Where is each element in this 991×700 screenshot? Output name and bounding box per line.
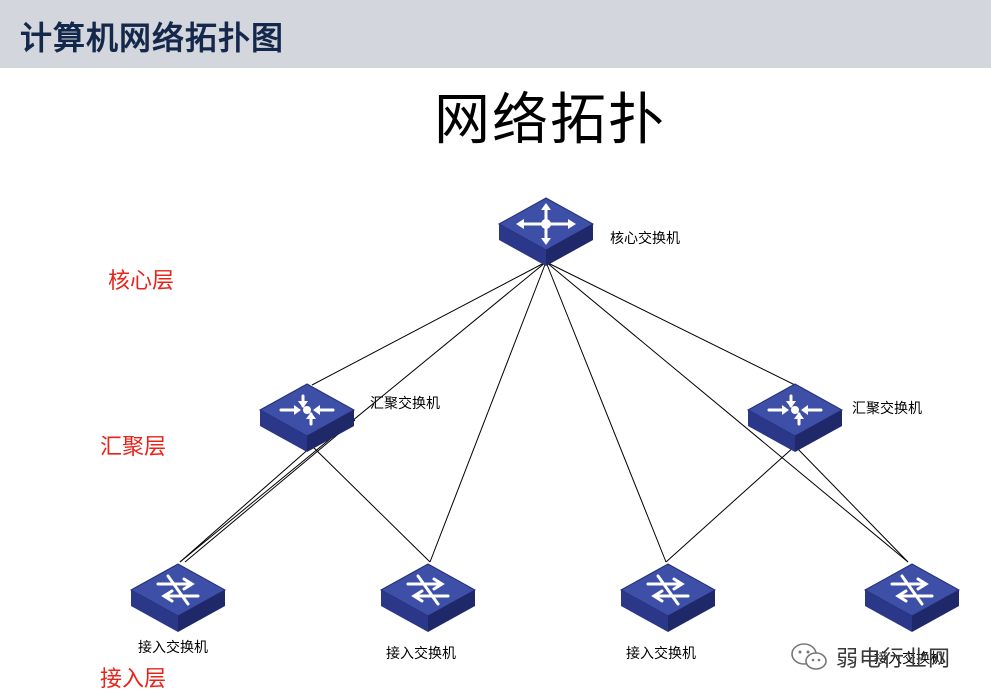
access-4-switch-label: 接入交换机 — [874, 651, 944, 667]
link-agg-left-access-2 — [311, 445, 431, 563]
layer-label-core: 核心层 — [108, 269, 175, 294]
header-title: 计算机网络拓扑图 — [20, 19, 285, 57]
access-1-switch-label: 接入交换机 — [138, 640, 208, 656]
link-core-access-3 — [545, 261, 667, 563]
link-core-access-2 — [429, 261, 547, 563]
agg-left-switch-label: 汇聚交换机 — [370, 396, 440, 412]
link-agg-right-access-4 — [794, 445, 909, 563]
access-switch-icon — [620, 563, 716, 633]
access-switch-icon — [130, 563, 226, 633]
links — [179, 261, 909, 563]
agg-right-switch-label: 汇聚交换机 — [852, 401, 922, 417]
access-2-switch-label: 接入交换机 — [386, 646, 456, 662]
core-switch-label: 核心交换机 — [610, 231, 680, 247]
diagram-title: 网络拓扑 — [434, 88, 666, 153]
link-agg-left-access-1b — [184, 419, 356, 563]
watermark-text: 弱电行业网 — [836, 647, 952, 672]
aggregation-switch-icon — [747, 383, 843, 453]
core-switch-icon — [498, 197, 594, 267]
access-switch-icon — [380, 563, 476, 633]
watermark: 弱电行业网 — [790, 642, 951, 672]
link-core-agg-left — [311, 261, 547, 386]
access-switch-icon — [864, 563, 960, 633]
link-core-access-4 — [545, 261, 909, 563]
link-agg-right-access-3 — [665, 445, 796, 563]
layer-label-aggregation: 汇聚层 — [100, 435, 167, 460]
aggregation-switch-icon — [259, 383, 355, 453]
header-bar: 计算机网络拓扑图 — [0, 0, 991, 68]
link-agg-left-access-1 — [179, 445, 313, 563]
wechat-icon — [791, 643, 827, 670]
link-core-agg-right — [545, 261, 796, 386]
link-core-access-1 — [179, 261, 547, 563]
layer-label-access: 接入层 — [100, 667, 167, 692]
access-3-switch-label: 接入交换机 — [626, 646, 696, 662]
